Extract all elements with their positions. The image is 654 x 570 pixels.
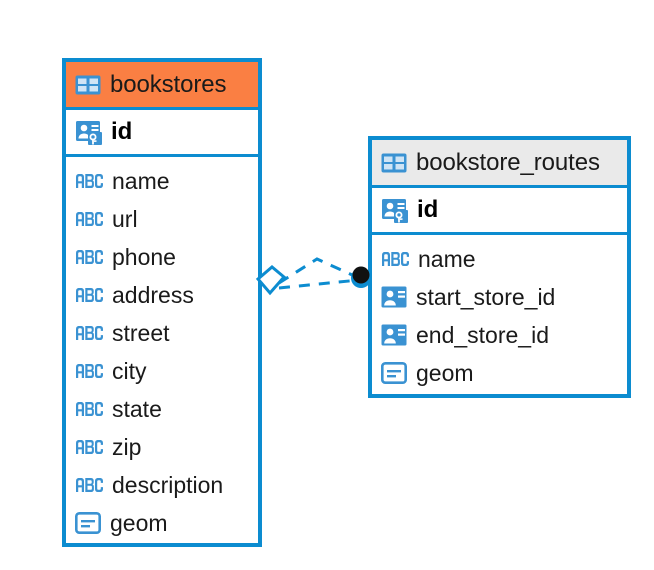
abc-text-icon: [75, 249, 103, 265]
field-row[interactable]: url: [66, 200, 258, 238]
field-row[interactable]: name: [66, 162, 258, 200]
field-row[interactable]: street: [66, 314, 258, 352]
entity-title-bookstores: bookstores: [110, 70, 227, 98]
field-label: city: [112, 357, 147, 384]
entity-bookstores[interactable]: bookstores id: [62, 58, 262, 547]
field-list-bookstore-routes: name start_store_id: [372, 235, 627, 392]
field-row[interactable]: geom: [372, 354, 627, 392]
field-label: address: [112, 281, 194, 308]
field-row[interactable]: city: [66, 352, 258, 390]
field-row[interactable]: phone: [66, 238, 258, 276]
field-label: phone: [112, 243, 176, 270]
abc-text-icon: [75, 439, 103, 455]
field-row[interactable]: state: [66, 390, 258, 428]
field-row[interactable]: geom: [66, 504, 258, 542]
field-row[interactable]: start_store_id: [372, 278, 627, 316]
relationship-line-lower: [278, 278, 360, 290]
field-list-bookstores: name url: [66, 157, 258, 542]
field-label: description: [112, 471, 224, 498]
primary-key-label-bookstore-routes: id: [417, 196, 439, 223]
abc-text-icon: [75, 401, 103, 417]
field-label: street: [112, 319, 170, 346]
field-row[interactable]: zip: [66, 428, 258, 466]
field-label: name: [112, 167, 170, 194]
field-row[interactable]: address: [66, 276, 258, 314]
primary-key-icon: [381, 196, 409, 224]
field-row[interactable]: name: [372, 240, 627, 278]
entity-header-bookstore-routes[interactable]: bookstore_routes: [372, 140, 627, 188]
primary-key-row-bookstores[interactable]: id: [66, 110, 258, 157]
table-icon: [381, 153, 407, 173]
primary-key-label-bookstores: id: [111, 118, 133, 145]
entity-bookstore-routes[interactable]: bookstore_routes id: [368, 136, 631, 398]
field-label: geom: [416, 359, 474, 386]
field-row[interactable]: description: [66, 466, 258, 504]
primary-key-row-bookstore-routes[interactable]: id: [372, 188, 627, 235]
relationship-line-upper: [278, 257, 360, 285]
geometry-icon: [381, 362, 407, 384]
abc-text-icon: [75, 287, 103, 303]
geometry-icon: [75, 512, 101, 534]
abc-text-icon: [75, 173, 103, 189]
foreign-key-icon: [381, 323, 407, 347]
foreign-key-icon: [381, 285, 407, 309]
abc-text-icon: [75, 477, 103, 493]
abc-text-icon: [75, 211, 103, 227]
abc-text-icon: [381, 251, 409, 267]
entity-title-bookstore-routes: bookstore_routes: [416, 148, 600, 176]
field-label: zip: [112, 433, 142, 460]
field-label: name: [418, 245, 476, 272]
relationship-connector[interactable]: [255, 243, 380, 315]
field-label: geom: [110, 509, 168, 536]
field-label: url: [112, 205, 138, 232]
field-label: end_store_id: [416, 321, 549, 348]
abc-text-icon: [75, 363, 103, 379]
primary-key-icon: [75, 118, 103, 146]
table-icon: [75, 75, 101, 95]
field-label: start_store_id: [416, 283, 556, 310]
field-row[interactable]: end_store_id: [372, 316, 627, 354]
abc-text-icon: [75, 325, 103, 341]
entity-header-bookstores[interactable]: bookstores: [66, 62, 258, 110]
field-label: state: [112, 395, 162, 422]
